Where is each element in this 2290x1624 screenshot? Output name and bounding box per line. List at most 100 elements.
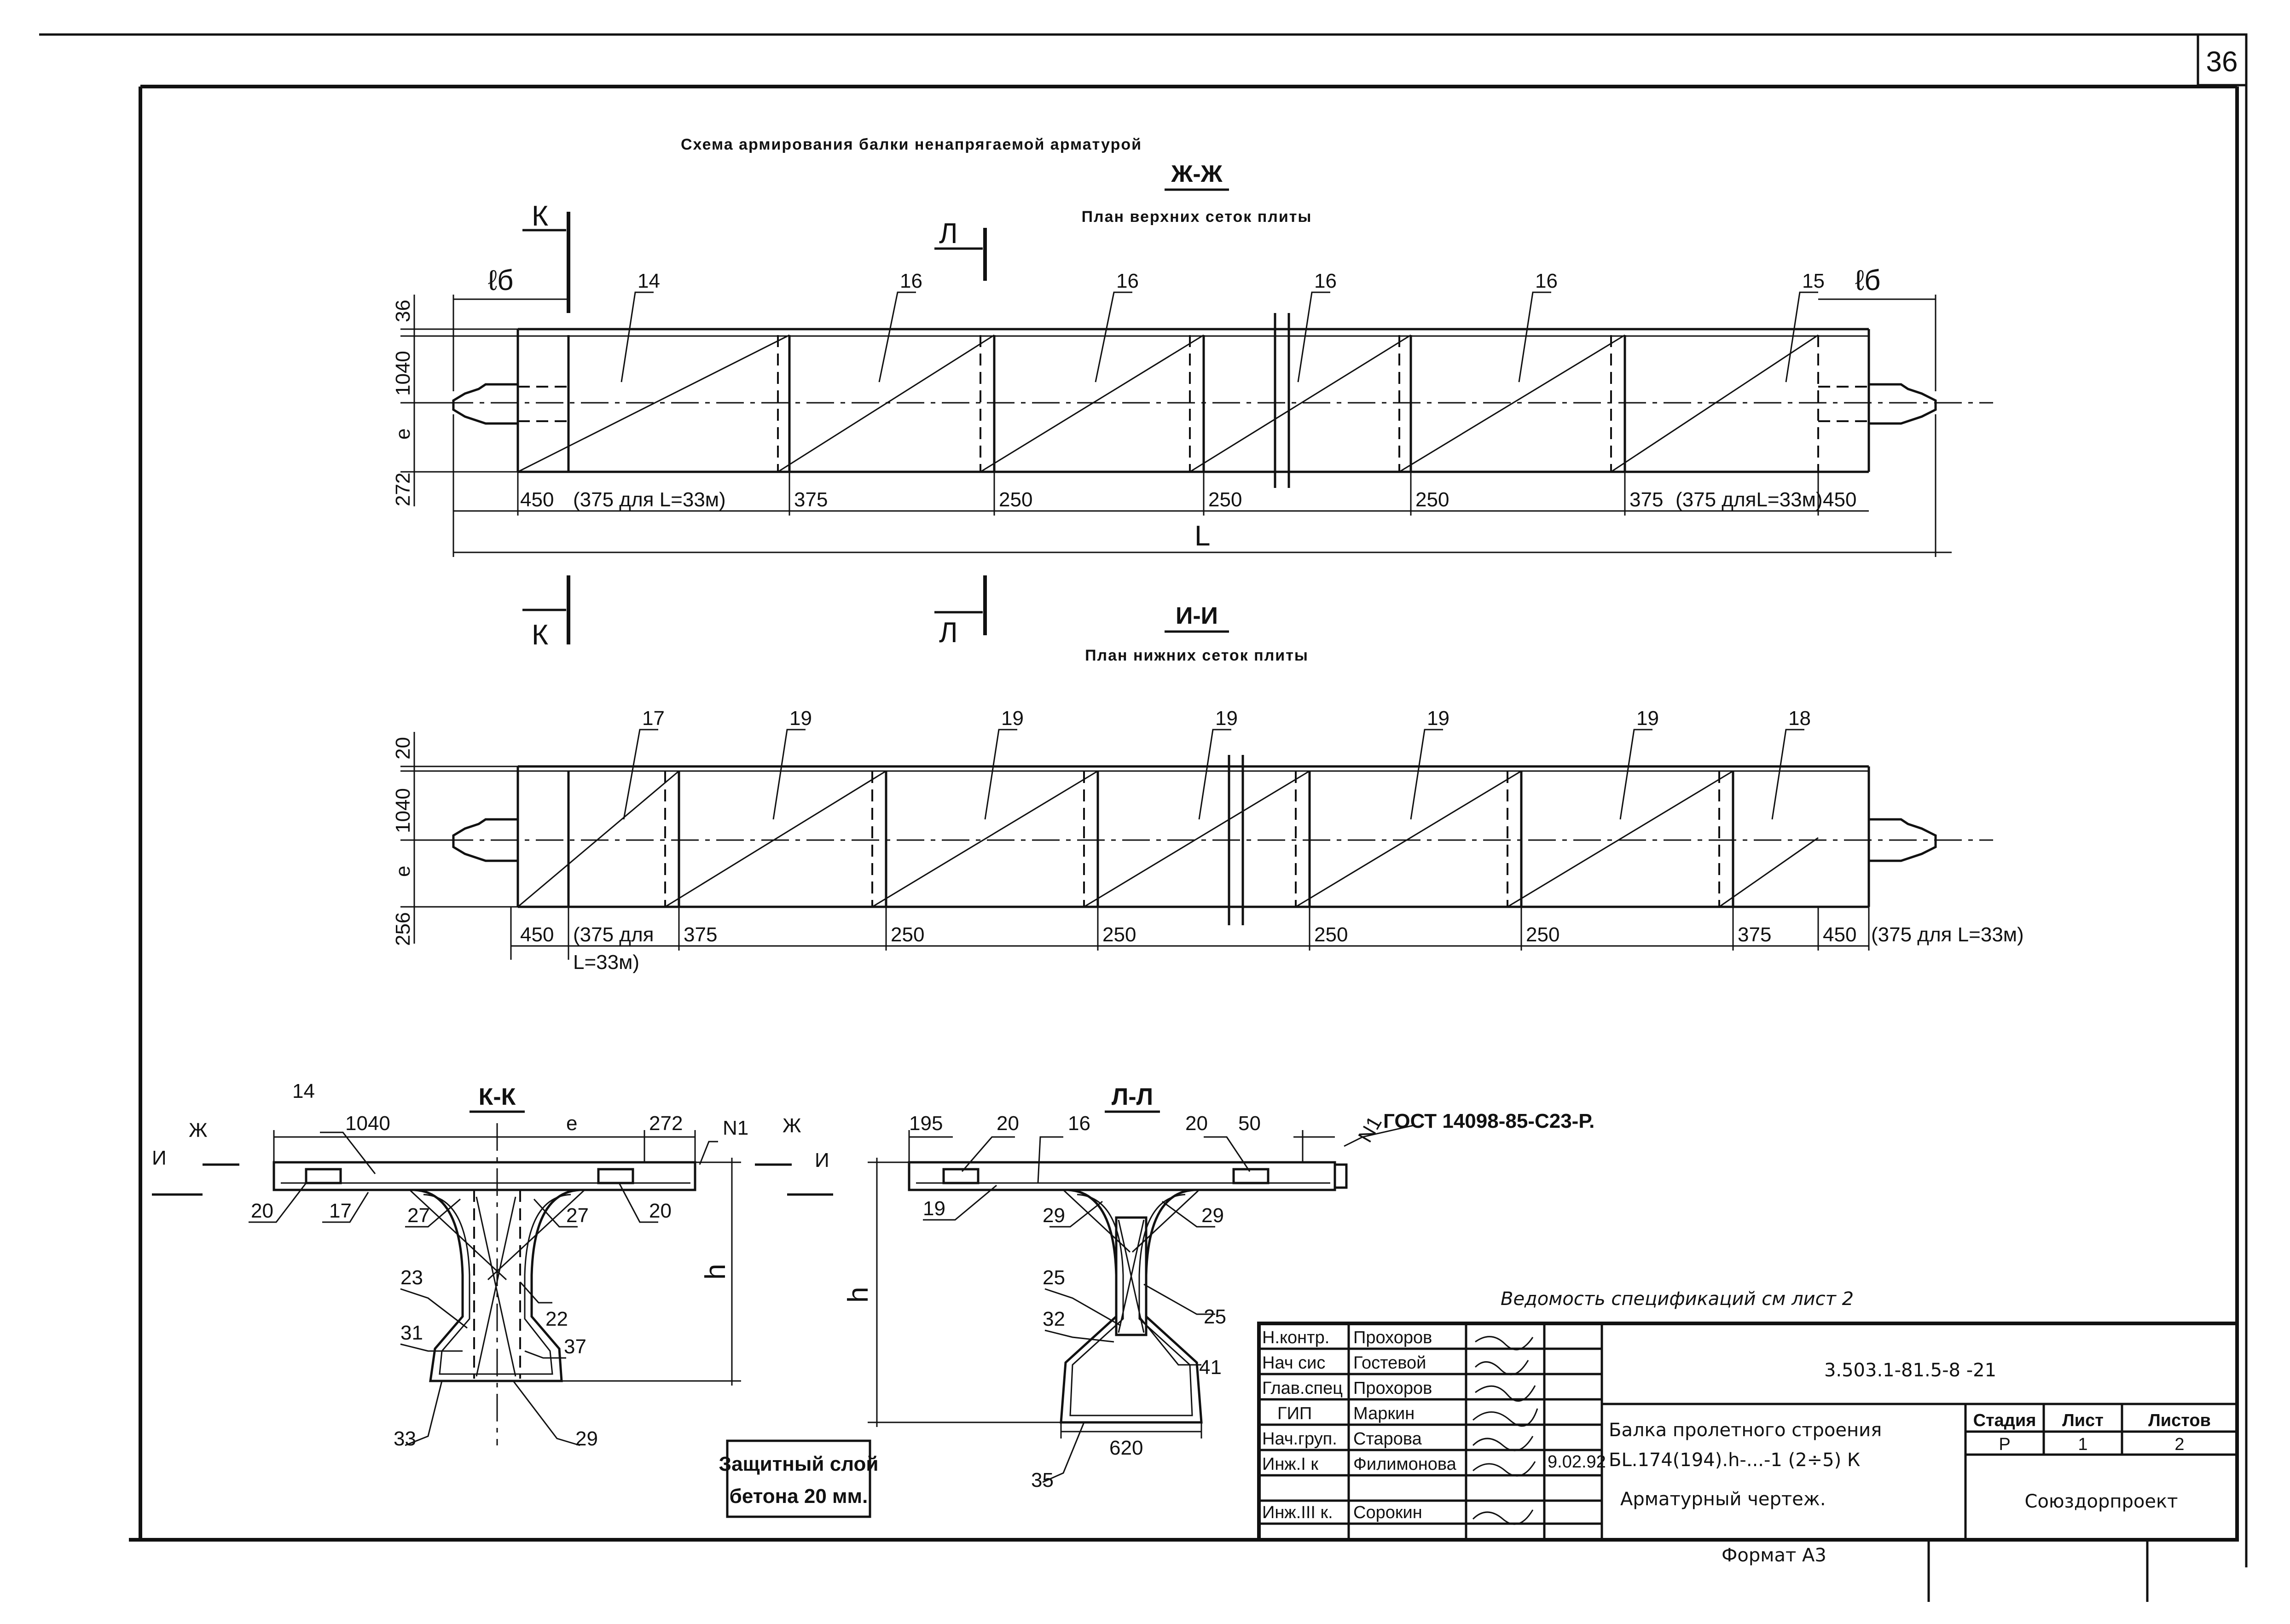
- dim-bottom: 250: [999, 488, 1032, 511]
- mesh-label: 18: [1788, 707, 1811, 730]
- section-kk: [152, 1123, 833, 1446]
- dim-bottom: 375: [1629, 488, 1663, 511]
- bar-label: 16: [1068, 1112, 1090, 1135]
- section-ll-title: Л-Л: [1112, 1084, 1153, 1110]
- mesh-label: 16: [1116, 270, 1139, 292]
- note-line: Защитный слой: [719, 1453, 879, 1475]
- dim-bottom: 250: [891, 923, 924, 946]
- dim-bottom: 450: [1823, 488, 1856, 511]
- plan-bottom: [400, 729, 1993, 960]
- org: Союздорпроект: [2025, 1491, 2178, 1512]
- bar-label: 29: [1043, 1204, 1065, 1227]
- dim-20: 20: [1185, 1112, 1208, 1135]
- bar-label: 19: [923, 1197, 945, 1220]
- stage-header: Лист: [2062, 1411, 2104, 1430]
- lb-right: ℓб: [1855, 265, 1881, 296]
- stage-header: Стадия: [1973, 1411, 2036, 1430]
- dim-1040: 1040: [392, 788, 414, 833]
- date: 9.02.92: [1548, 1452, 1606, 1472]
- dim-h: h: [842, 1287, 874, 1303]
- section-label-ii: И-И: [1176, 603, 1218, 629]
- dim-bottom: 250: [1102, 923, 1136, 946]
- signer-name: Прохоров: [1353, 1379, 1432, 1398]
- plan-bottom-text: 17 19 19 19 19 19 18 20 1040 e 256 450 (…: [392, 707, 2024, 974]
- signer-name: Гостевой: [1353, 1353, 1426, 1373]
- sheet-frame: [39, 33, 2248, 1602]
- signer-name: Филимонова: [1353, 1455, 1457, 1474]
- signer-role: Инж.I к: [1262, 1455, 1318, 1474]
- dim-195: 195: [909, 1112, 943, 1135]
- bar-label: 25: [1043, 1266, 1065, 1289]
- dim-1040: 1040: [345, 1112, 390, 1135]
- plan-top: [400, 212, 1993, 644]
- bar-label: 35: [1031, 1469, 1054, 1491]
- dim-bottom: 250: [1526, 923, 1560, 946]
- dim-e: e: [566, 1112, 577, 1135]
- main-title: Схема армирования балки ненапрягаемой ар…: [681, 136, 1142, 153]
- bar-label: 41: [1199, 1356, 1222, 1379]
- dim-e: e: [392, 866, 414, 877]
- plan-top-text: К Л К Л ℓб ℓб 14 16 16 16 16 15 36 1040 …: [392, 200, 1881, 651]
- dim-620: 620: [1109, 1437, 1143, 1459]
- title-block: [1257, 1322, 2239, 1542]
- dim-bottom: 375: [1738, 923, 1771, 946]
- description-line: БL.174(194).h-...-1 (2÷5) К: [1609, 1450, 1860, 1471]
- stage-value: Р: [1999, 1435, 2010, 1454]
- signer-role: Н.контр.: [1262, 1328, 1329, 1347]
- mesh-label: 15: [1802, 270, 1825, 292]
- signer-name: Старова: [1353, 1429, 1422, 1449]
- section-kk-text: К-К 1040 e 272 h Ж И N1 Ж И 14 17 20 20 …: [152, 1080, 829, 1450]
- dim-bottom: (375 дляL=33м): [1675, 488, 1822, 511]
- bar-label: 27: [407, 1204, 430, 1227]
- bar-label: 32: [1043, 1308, 1065, 1330]
- mark-i-left: И: [152, 1147, 167, 1169]
- title-block-text: 3.503.1-81.5-8 -21 Балка пролетного стро…: [1262, 1328, 2211, 1566]
- dim-20: 20: [392, 737, 414, 760]
- mesh-label: 17: [642, 707, 665, 730]
- overall-length: L: [1194, 520, 1210, 552]
- format-label: Формат А3: [1722, 1545, 1826, 1566]
- dim-bottom: L=33м): [573, 951, 639, 974]
- note-line: бетона 20 мм.: [730, 1485, 868, 1508]
- mark-n1: N1: [723, 1117, 748, 1139]
- designation: 3.503.1-81.5-8 -21: [1824, 1360, 1996, 1381]
- dim-bottom: 250: [1208, 488, 1242, 511]
- dim-bottom: (375 для: [573, 923, 654, 946]
- bar-label: 25: [1204, 1305, 1226, 1328]
- bar-label: 22: [545, 1308, 568, 1330]
- stage-value: 2: [2174, 1435, 2184, 1454]
- bar-label: 20: [649, 1200, 672, 1222]
- mark-i-right: И: [815, 1149, 829, 1172]
- bar-label: 14: [292, 1080, 315, 1102]
- dim-256: 256: [392, 912, 414, 946]
- mesh-label: 16: [1314, 270, 1337, 292]
- signer-role: Инж.III к.: [1262, 1503, 1333, 1522]
- dim-bottom: (375 для L=33м): [573, 488, 726, 511]
- signer-name: Маркин: [1353, 1404, 1415, 1423]
- stage-header: Листов: [2148, 1411, 2211, 1430]
- dim-20: 20: [997, 1112, 1019, 1135]
- dim-bottom: 450: [520, 488, 554, 511]
- dim-1040: 1040: [392, 351, 414, 396]
- bar-label: 27: [566, 1204, 589, 1227]
- mesh-label: 19: [1001, 707, 1024, 730]
- mark-zh-right: Ж: [783, 1114, 801, 1137]
- dim-bottom: 450: [520, 923, 554, 946]
- dim-bottom: 375: [794, 488, 828, 511]
- section-ll-text: Л-Л 195 20 16 20 50 h 620 ГОСТ 14098-85-…: [842, 1084, 1594, 1491]
- plan-top-subtitle: План верхних сеток плиты: [1082, 208, 1312, 226]
- dim-bottom: 375: [684, 923, 717, 946]
- signer-name: Прохоров: [1353, 1328, 1432, 1347]
- protective-layer-note: Защитный слой бетона 20 мм.: [719, 1439, 879, 1518]
- bar-label: 23: [400, 1266, 423, 1289]
- dim-272: 272: [392, 473, 414, 506]
- dim-bottom: (375 для L=33м): [1871, 923, 2024, 946]
- bar-label: 29: [1201, 1204, 1224, 1227]
- cut-l-bottom: Л: [939, 617, 958, 649]
- bar-label: 17: [329, 1200, 352, 1222]
- spec-note: Ведомость спецификаций см лист 2: [1501, 1288, 1854, 1310]
- description-line: Арматурный чертеж.: [1620, 1489, 1826, 1510]
- description-line: Балка пролетного строения: [1609, 1420, 1882, 1441]
- bar-label: 20: [251, 1200, 273, 1222]
- cut-k-bottom: К: [532, 619, 548, 651]
